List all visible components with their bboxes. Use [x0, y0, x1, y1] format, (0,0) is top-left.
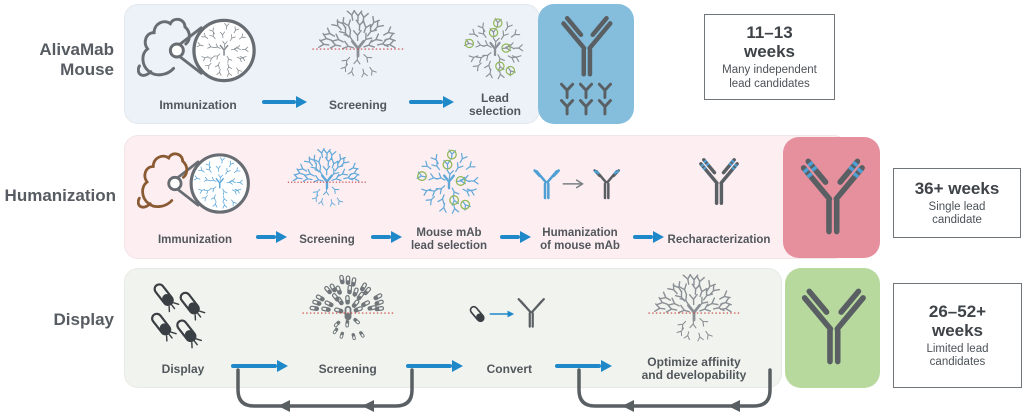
- step-label: Optimize affinity and developability: [641, 355, 747, 382]
- step-label: Convert: [486, 361, 532, 376]
- mouse-magnifier-icon: [137, 12, 259, 89]
- icon-box: [615, 274, 773, 354]
- flow-arrow-icon: [405, 359, 463, 372]
- step-label: Mouse mAb lead selection: [410, 227, 488, 252]
- candidates-note: Many independent lead candidates: [722, 64, 817, 90]
- step-label: Screening: [328, 97, 388, 112]
- icon-box: [292, 274, 404, 354]
- lead-selection-icon: [409, 146, 489, 220]
- antibody-icon: [785, 268, 880, 388]
- step-lead-selection: Lead selection: [457, 10, 533, 120]
- flow-arrow-icon: [408, 95, 454, 108]
- flow-arrow-icon: [261, 95, 307, 108]
- step-label: Recharacterization: [667, 233, 771, 246]
- timeline-box-display: 26–52+ weeks Limited lead candidates: [893, 283, 1022, 388]
- step-optimize-affinity: Optimize affinity and developability: [615, 274, 773, 384]
- step-label: Immunization: [157, 233, 233, 246]
- step-label: Immunization: [159, 97, 237, 112]
- duration-text: 11–13 weeks: [743, 23, 796, 61]
- step-screening: Screening: [286, 141, 368, 255]
- display-panel: Display Screening: [124, 268, 782, 388]
- optimize-screening-icon: [633, 274, 755, 354]
- duration-text: 26–52+ weeks: [928, 301, 987, 340]
- antibody-with-many-candidates-icon: [538, 4, 634, 124]
- screening-icon: [287, 146, 367, 220]
- timeline-box-humanization: 36+ weeks Single lead candidate: [893, 168, 1021, 238]
- phage-display-icon: [137, 274, 229, 354]
- icon-box: [137, 141, 253, 225]
- timeline-box-alivamab: 11–13 weeks Many independent lead candid…: [704, 14, 835, 100]
- candidates-note: Single lead candidate: [928, 200, 986, 227]
- step-label: Humanization of mouse mAb: [540, 227, 620, 252]
- row-label-humanization: Humanization: [4, 186, 116, 205]
- humanization-conversion-icon: [530, 141, 630, 225]
- flow-arrow-icon: [632, 230, 664, 243]
- humanized-antibody-icon: [663, 141, 775, 225]
- step-humanization-of-mouse-mab: Humanization of mouse mAb: [530, 141, 630, 255]
- flow-arrow-icon: [554, 359, 612, 372]
- candidates-note: Limited lead candidates: [926, 342, 989, 369]
- flow-arrow-icon: [255, 230, 287, 243]
- alivamab-mouse-panel: Immunization Screening Lead selection: [124, 4, 540, 124]
- duration-text: 36+ weeks: [914, 178, 1000, 198]
- step-label: Screening: [299, 233, 355, 246]
- screening-icon: [310, 10, 406, 90]
- icon-box: [310, 10, 406, 90]
- flow-arrow-icon: [231, 359, 289, 372]
- phage-screening-icon: [300, 274, 396, 354]
- step-recharacterization: Recharacterization: [663, 141, 775, 255]
- icon-box: [401, 141, 497, 225]
- row-label-alivamab-mouse: AlivaMab Mouse: [39, 40, 114, 79]
- icon-box: [457, 10, 533, 90]
- mouse-magnifier-icon: [137, 145, 253, 222]
- step-screening: Screening: [292, 274, 404, 384]
- step-display: Display: [137, 274, 229, 384]
- step-immunization: Immunization: [137, 10, 259, 120]
- step-screening: Screening: [310, 10, 406, 120]
- humanized-antibody-icon: [783, 137, 880, 258]
- step-label: Screening: [318, 361, 377, 376]
- row-label-display: Display: [53, 310, 114, 329]
- humanization-panel: Immunization Screening Mouse mAb lead se…: [124, 135, 848, 259]
- candidate-antibodies: [560, 82, 612, 116]
- icon-box: [286, 141, 368, 225]
- flow-arrow-icon: [499, 230, 531, 243]
- lead-selection-icon: [457, 13, 533, 87]
- step-label: Lead selection: [468, 91, 522, 118]
- flow-arrow-icon: [370, 230, 402, 243]
- step-convert: Convert: [466, 274, 552, 384]
- step-immunization: Immunization: [137, 141, 253, 255]
- icon-box: [137, 10, 259, 90]
- phage-to-antibody-icon: [466, 274, 552, 354]
- step-label: Display: [161, 361, 205, 376]
- step-mouse-mab-lead-selection: Mouse mAb lead selection: [401, 141, 497, 255]
